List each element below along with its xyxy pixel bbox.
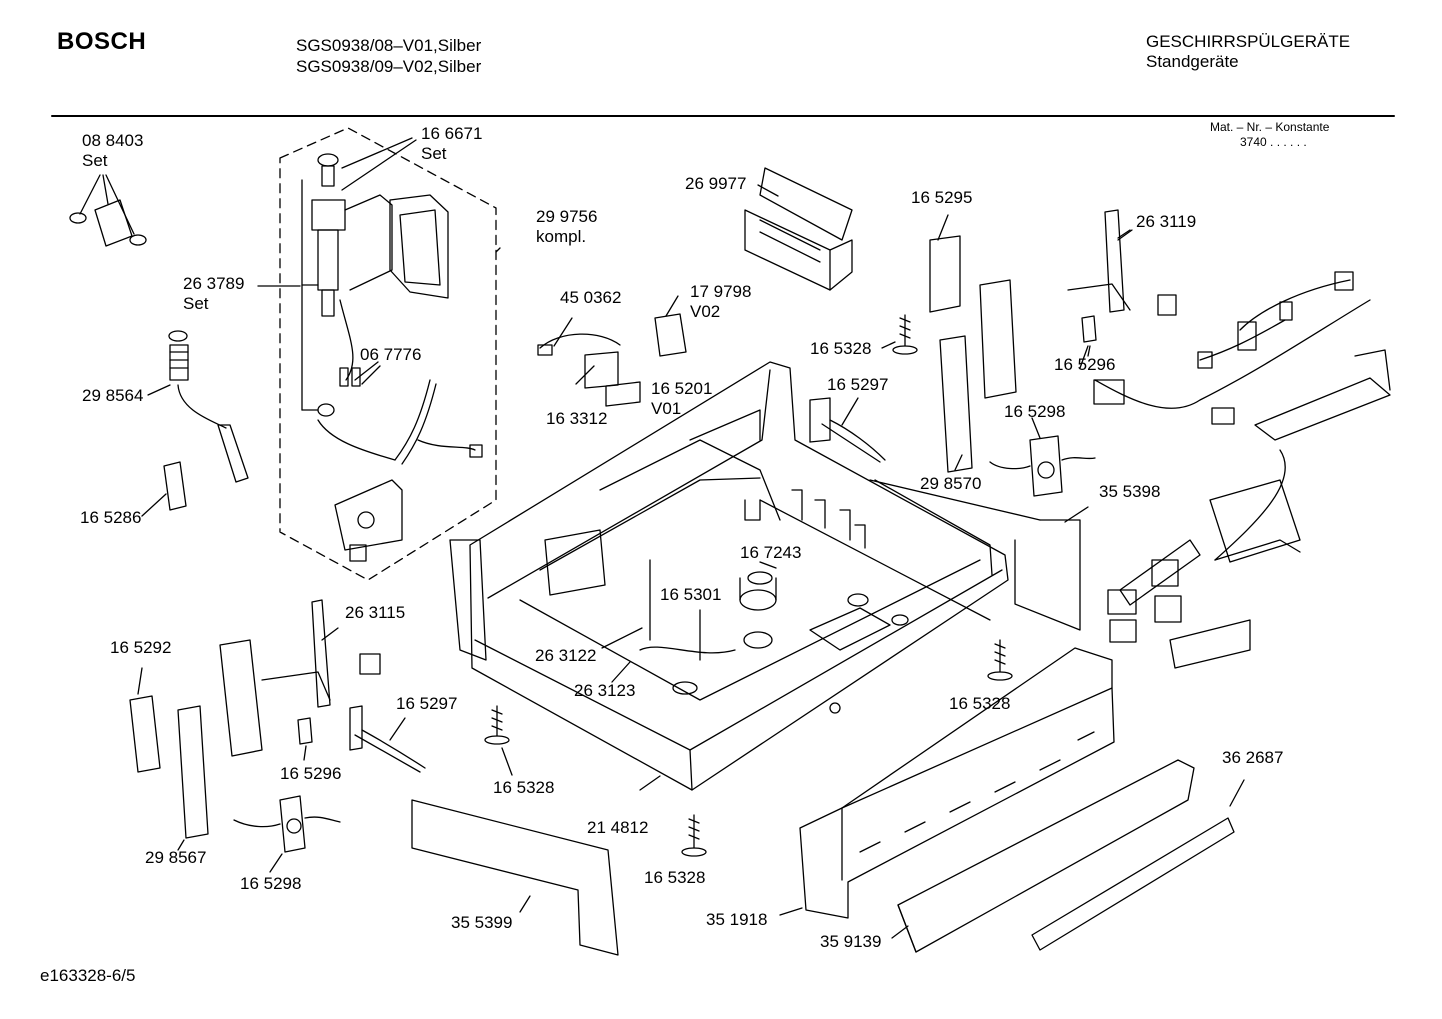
part-label: 26 3123: [574, 681, 636, 700]
part-label: 06 7776: [360, 345, 422, 364]
part-label: 16 5296: [280, 764, 342, 783]
part-label: 16 5328: [493, 778, 555, 797]
part-label: 21 4812: [587, 818, 649, 837]
part-label: 26 3115: [345, 603, 406, 622]
brand-logo: BOSCH: [57, 28, 147, 55]
part-label: 29 8564: [82, 386, 144, 405]
part-label: 35 5398: [1099, 482, 1161, 501]
part-label: 16 5296: [1054, 355, 1116, 374]
part-label: 45 0362: [560, 288, 622, 307]
part-label: 26 3119: [1136, 212, 1197, 231]
part-label: 16 5298: [240, 874, 302, 893]
part-label: 16 3312: [546, 409, 608, 428]
category-title: GESCHIRRSPÜLGERÄTE: [1146, 32, 1351, 51]
part-label: 16 5301: [660, 585, 722, 604]
part-label: 16 5328: [949, 694, 1011, 713]
part-label: 16 5286: [80, 508, 142, 527]
part-label: 29 8570: [920, 474, 982, 493]
part-label: 16 5328: [644, 868, 706, 887]
part-label: 16 7243: [740, 543, 802, 562]
part-label: 16 5298: [1004, 402, 1066, 421]
part-label: 29 8567: [145, 848, 207, 867]
part-label: 16 5328: [810, 339, 872, 358]
part-label: 16 5297: [396, 694, 458, 713]
part-label: 16 5292: [110, 638, 172, 657]
drawing-id: e163328-6/5: [40, 966, 136, 985]
model-line-2: SGS0938/09–V02,Silber: [296, 57, 482, 76]
part-label: 35 5399: [451, 913, 513, 932]
part-label: 16 5295: [911, 188, 973, 207]
part-label: 26 9977: [685, 174, 747, 193]
mat-nr-label: Mat. – Nr. – Konstante: [1210, 120, 1330, 134]
mat-nr-value: 3740 . . . . . .: [1240, 135, 1307, 149]
part-label: 35 1918: [706, 910, 768, 929]
part-label: 26 3122: [535, 646, 597, 665]
part-label: 35 9139: [820, 932, 882, 951]
subcategory-title: Standgeräte: [1146, 52, 1239, 71]
part-label: 36 2687: [1222, 748, 1284, 767]
model-line-1: SGS0938/08–V01,Silber: [296, 36, 482, 55]
part-label: 16 5297: [827, 375, 889, 394]
